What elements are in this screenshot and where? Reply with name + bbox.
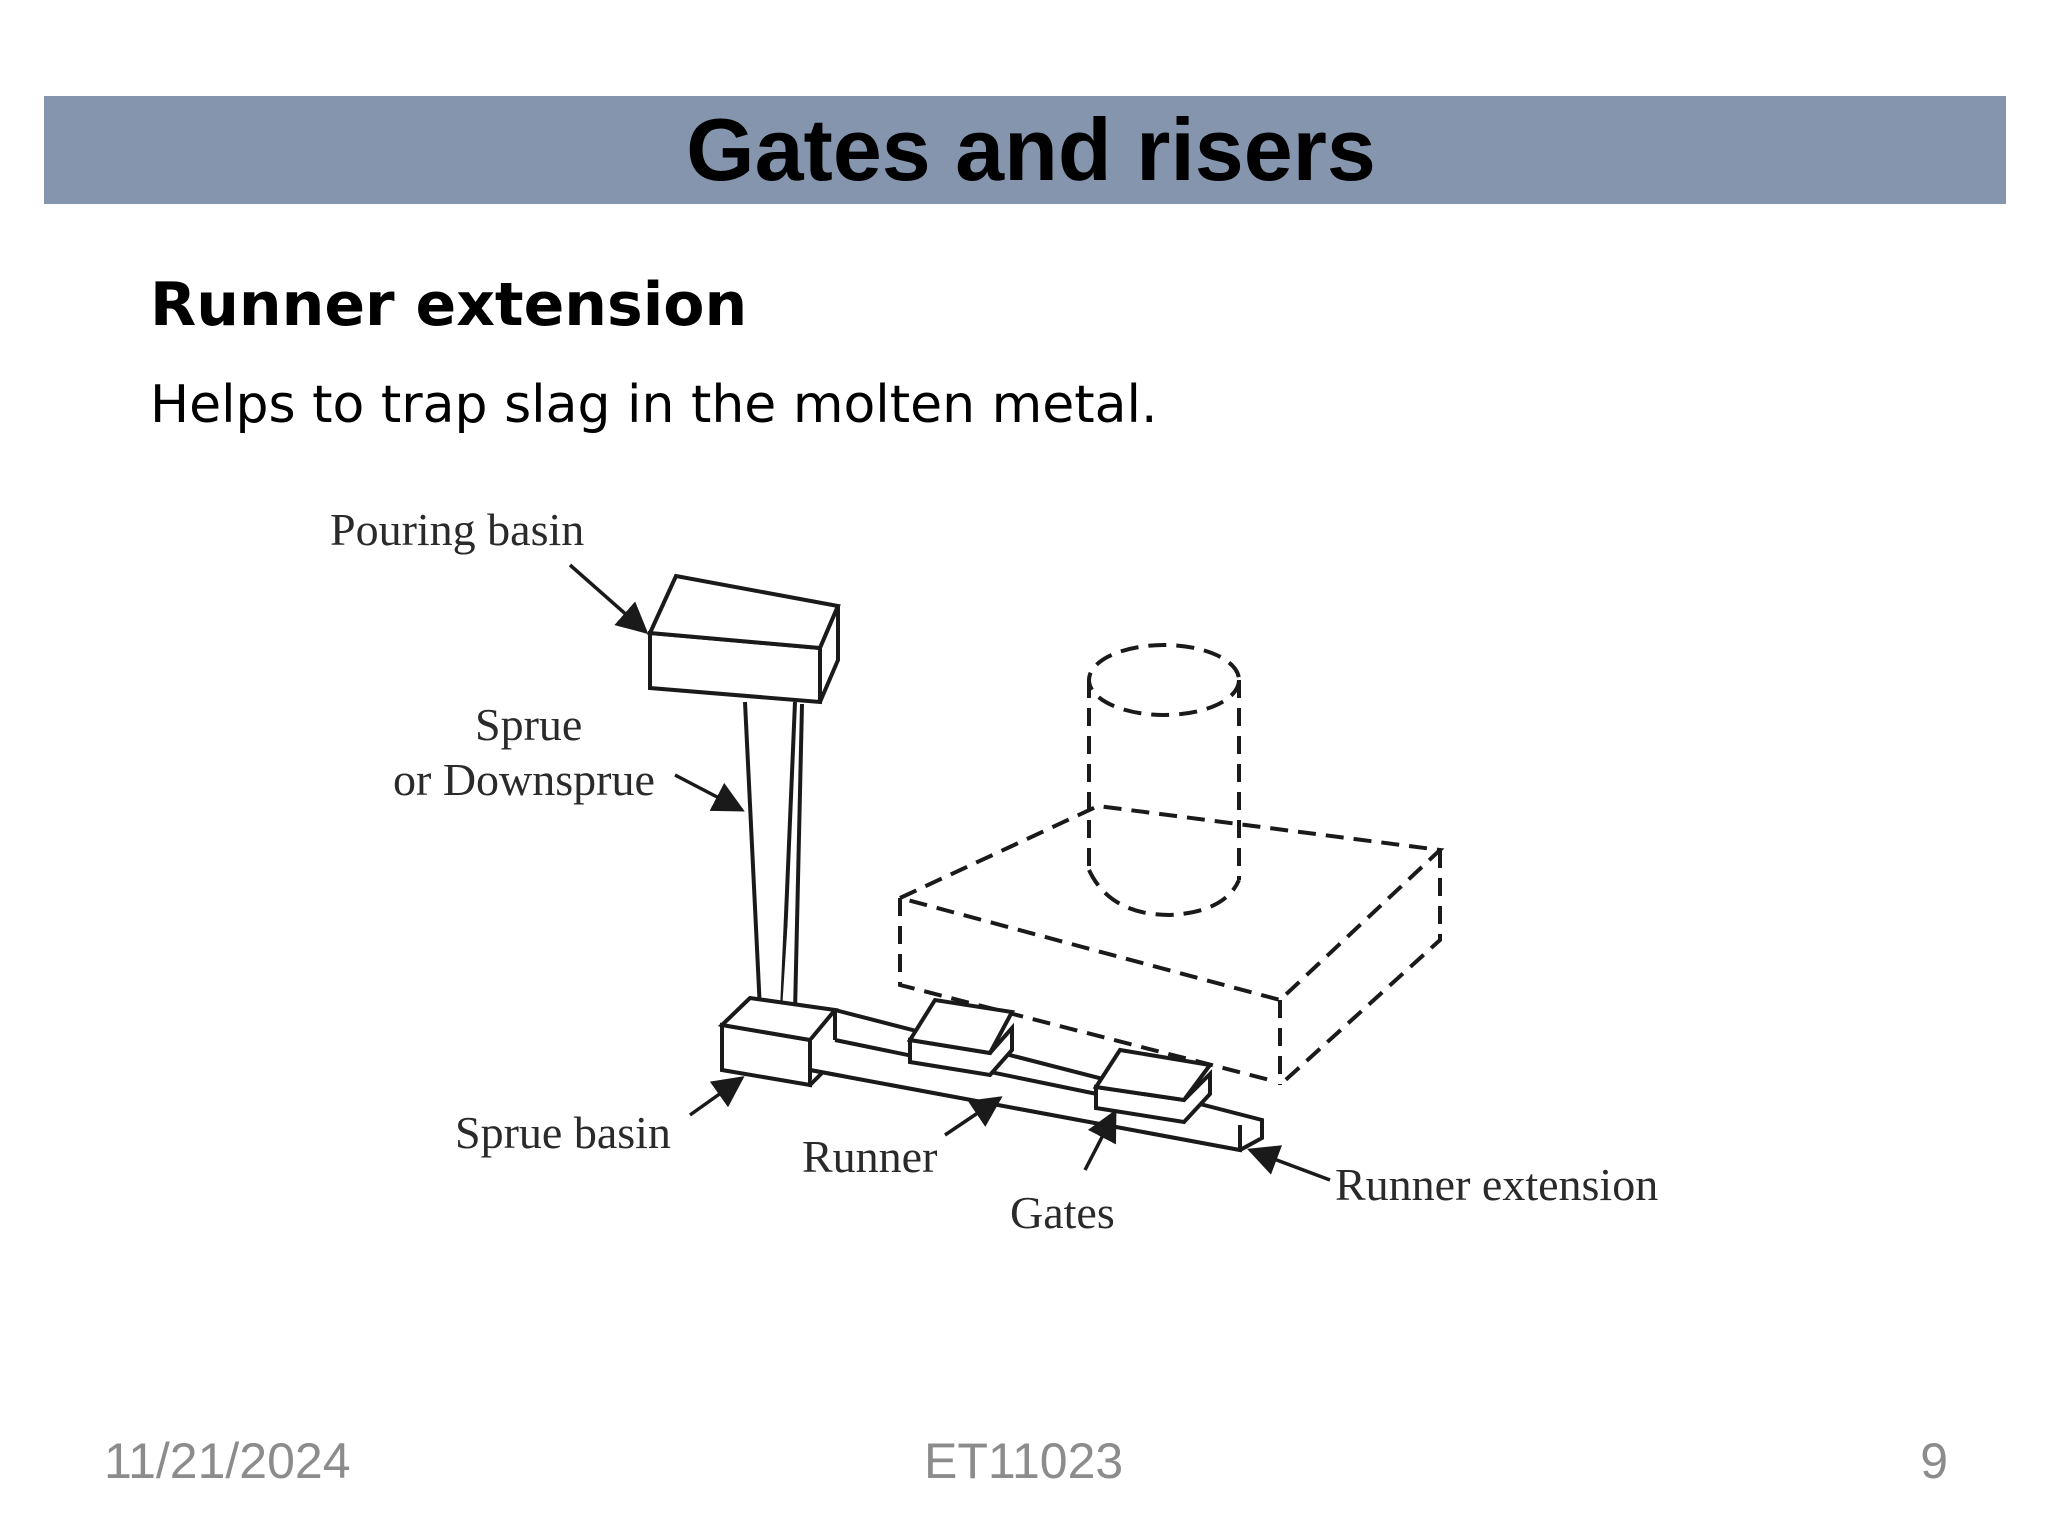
footer-course-code: ET11023 <box>924 1433 1124 1489</box>
label-sprue-basin: Sprue basin <box>455 1107 671 1158</box>
casting-outline <box>894 643 1445 1087</box>
section-heading: Runner extension <box>150 270 748 340</box>
label-sprue: Sprue <box>475 699 582 750</box>
title-bar: Gates and risers <box>44 96 2006 204</box>
footer-page-number: 9 <box>1920 1433 1948 1489</box>
label-runner-extension: Runner extension <box>1335 1159 1658 1210</box>
pouring-basin-shape <box>647 573 841 705</box>
label-pouring-basin: Pouring basin <box>330 504 584 555</box>
gates-shape <box>906 997 1214 1125</box>
body-text: Helps to trap slag in the molten metal. <box>150 375 1158 435</box>
label-downsprue: or Downsprue <box>393 754 655 805</box>
leader-arrows <box>568 563 1331 1182</box>
sprue-shape <box>743 701 804 1015</box>
label-runner: Runner <box>802 1131 937 1182</box>
footer-date: 11/21/2024 <box>104 1433 351 1489</box>
label-gates: Gates <box>1010 1187 1115 1238</box>
slide-title: Gates and risers <box>686 100 1376 199</box>
